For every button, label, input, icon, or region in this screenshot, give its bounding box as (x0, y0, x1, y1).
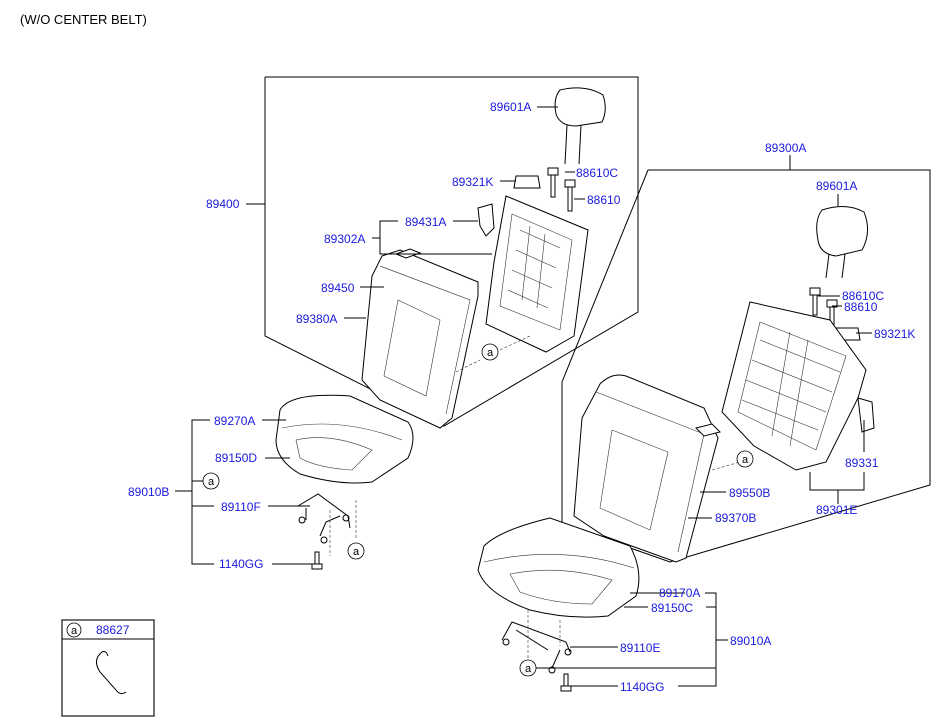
svg-text:a: a (71, 625, 78, 637)
label-88610-right: 88610 (844, 300, 878, 314)
label-88610C-right: 88610C (842, 289, 884, 303)
legend-88627: a 88627 (61, 619, 155, 717)
left-seatback-frame (477, 195, 589, 353)
callout-a-right-back: a (736, 450, 754, 468)
label-89010A: 89010A (730, 634, 771, 648)
svg-text:a: a (208, 476, 215, 488)
callout-a-right-seat: a (519, 659, 537, 677)
label-89331: 89331 (845, 456, 879, 470)
label-89370B: 89370B (715, 511, 756, 525)
label-89301E: 89301E (816, 503, 857, 517)
label-89270A: 89270A (214, 414, 255, 428)
svg-text:88627: 88627 (96, 623, 130, 637)
label-89302A: 89302A (324, 232, 365, 246)
diagram-title: (W/O CENTER BELT) (20, 12, 147, 27)
callout-a-left-back: a (481, 343, 499, 361)
svg-text:a: a (742, 454, 749, 466)
svg-text:a: a (353, 546, 360, 558)
label-89110E: 89110E (620, 641, 660, 655)
label-89321K-left: 89321K (452, 175, 493, 189)
left-seatback-cushion (361, 248, 479, 429)
svg-text:a: a (525, 663, 532, 675)
right-group-frame (561, 169, 931, 563)
right-leader-lines (527, 155, 872, 687)
right-bolt (560, 673, 572, 692)
left-seat-wire (297, 493, 351, 544)
label-89450: 89450 (321, 281, 355, 295)
right-seat-cushion (477, 517, 640, 618)
left-seat-cushion (275, 394, 414, 484)
label-89321K-right: 89321K (874, 327, 915, 341)
label-89601A-right: 89601A (816, 179, 857, 193)
left-leader-lines (175, 106, 585, 565)
label-89550B: 89550B (729, 486, 770, 500)
left-bolt (311, 551, 323, 570)
left-headrest-guides (513, 167, 576, 212)
left-headrest (554, 87, 606, 165)
left-group-frame (264, 76, 639, 427)
right-headrest-guides (809, 287, 861, 341)
label-88610-left: 88610 (587, 193, 621, 207)
label-89400: 89400 (206, 197, 240, 211)
label-88610C-left: 88610C (576, 166, 618, 180)
label-89300A: 89300A (765, 141, 806, 155)
right-headrest (816, 206, 868, 279)
label-89170A: 89170A (659, 586, 700, 600)
label-89110F: 89110F (221, 500, 261, 514)
callout-a-left-bottom: a (347, 542, 365, 560)
clip-wire-icon (96, 651, 127, 695)
right-seatback-cushion (573, 374, 721, 563)
label-1140GG-left: 1140GG (219, 557, 263, 571)
label-1140GG-right: 1140GG (620, 680, 664, 694)
label-89010B: 89010B (128, 485, 169, 499)
label-89380A: 89380A (296, 312, 337, 326)
svg-text:a: a (487, 347, 494, 359)
label-89601A-left: 89601A (490, 100, 531, 114)
label-89150D: 89150D (215, 451, 257, 465)
right-seatback-frame (721, 301, 875, 471)
label-89150C: 89150C (651, 601, 693, 615)
callout-a-left-seat: a (202, 472, 220, 490)
right-seat-wire (501, 621, 572, 674)
label-89431A: 89431A (405, 215, 446, 229)
